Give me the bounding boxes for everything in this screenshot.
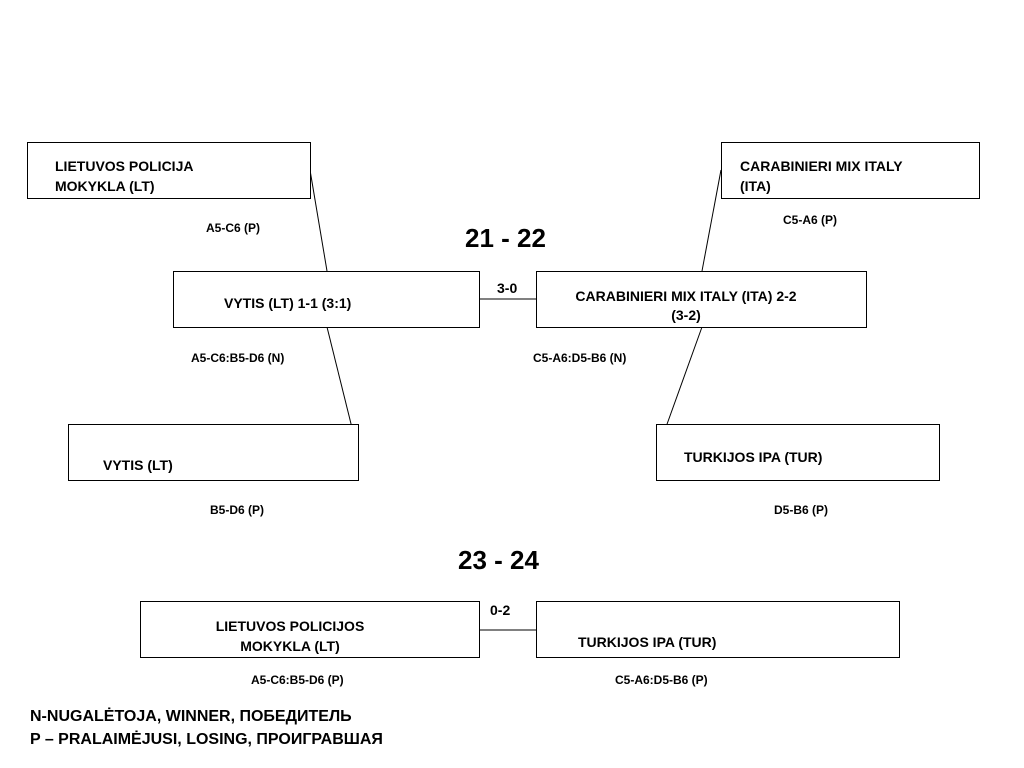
team-name-bottom-match-left-line1: LIETUVOS POLICIJOS [215, 618, 365, 634]
score-mid: 3-0 [497, 280, 518, 296]
team-name-bottom-left: VYTIS (LT) [103, 457, 173, 473]
match-box-mid-left [173, 271, 480, 328]
code-top-left: A5-C6 (P) [206, 221, 261, 235]
team-box-bottom-right [656, 424, 940, 481]
team-name-bottom-match-left-line2: MOKYKLA (LT) [240, 638, 340, 654]
team-name-top-left-line2: MOKYKLA (LT) [55, 178, 155, 194]
team-box-bottom-match-right [536, 601, 900, 658]
connector-top-right [701, 169, 722, 272]
team-name-bottom-match-right: TURKIJOS IPA (TUR) [578, 634, 717, 650]
code-bottom-right: D5-B6 (P) [774, 503, 829, 517]
code-mid-right: C5-A6:D5-B6 (N) [533, 351, 627, 365]
team-box-top-right [721, 142, 980, 199]
code-bottom-match-right: C5-A6:D5-B6 (P) [615, 673, 708, 687]
team-name-top-left-line1: LIETUVOS POLICIJA [55, 158, 194, 174]
legend-line2: P – PRALAIMĖJUSI, LOSING, ПРОИГРАВШАЯ [30, 731, 383, 748]
code-top-right: C5-A6 (P) [783, 213, 838, 227]
team-name-top-right-line2: (ITA) [740, 178, 771, 194]
group1-title: 21 - 22 [465, 223, 546, 253]
match-label-mid-right-line1: CARABINIERI MIX ITALY (ITA) 2-2 [575, 288, 797, 304]
group2-title: 23 - 24 [458, 545, 539, 575]
team-name-top-right-line1: CARABINIERI MIX ITALY [740, 158, 903, 174]
team-box-bottom-match-left [140, 601, 480, 658]
team-box-bottom-left [68, 424, 359, 481]
team-box-top-left [27, 142, 311, 199]
code-bottom-match-left: A5-C6:B5-D6 (P) [251, 673, 344, 687]
team-name-bottom-right: TURKIJOS IPA (TUR) [684, 449, 823, 465]
match-label-mid-left: VYTIS (LT) 1-1 (3:1) [224, 295, 352, 311]
legend-line1: N-NUGALĖTOJA, WINNER, ПОБЕДИТЕЛЬ [30, 708, 352, 725]
connector-top-left [309, 169, 328, 272]
match-box-mid-right [536, 271, 867, 328]
match-label-mid-right-line2: (3-2) [671, 307, 701, 323]
score-bottom-match: 0-2 [490, 602, 511, 618]
code-mid-left: A5-C6:B5-D6 (N) [191, 351, 285, 365]
code-bottom-left: B5-D6 (P) [210, 503, 265, 517]
